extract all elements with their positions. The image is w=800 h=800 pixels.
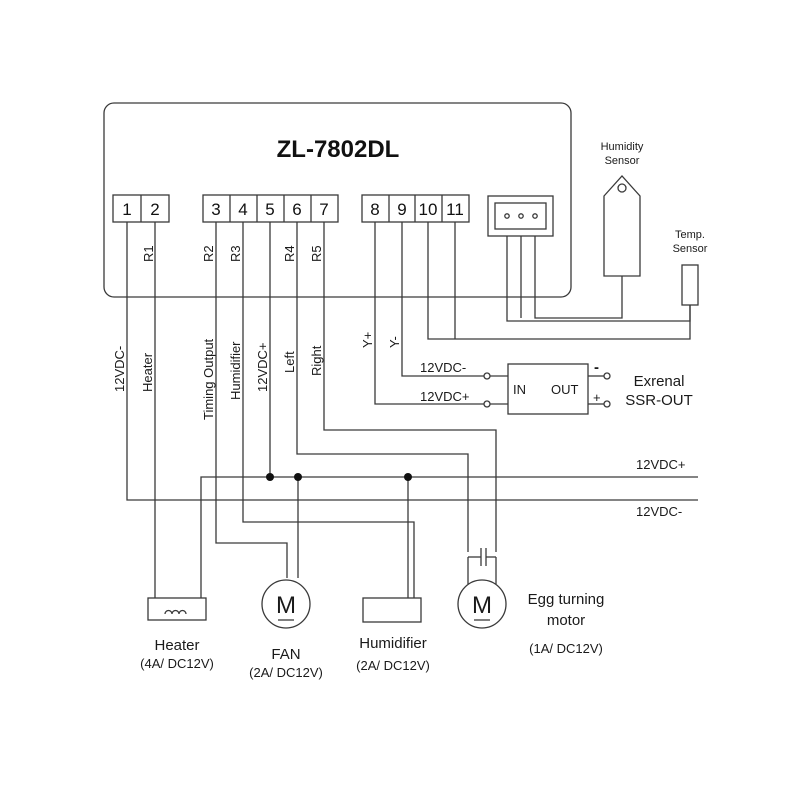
ssr-input-pos-label: 12VDC+ — [420, 389, 470, 404]
terminal-label-humidifier: Humidifier — [228, 341, 243, 400]
terminal-number: 6 — [292, 200, 301, 219]
ssr-input-neg-label: 12VDC- — [420, 360, 466, 375]
ssr-out-label: OUT — [551, 382, 579, 397]
heater-rating: (4A/ DC12V) — [140, 656, 214, 671]
wire-timing-output — [215, 222, 288, 578]
terminal-number: 2 — [150, 200, 159, 219]
ssr-name: SSR-OUT — [625, 392, 693, 409]
terminal-number: 5 — [265, 200, 274, 219]
wire-y-pos — [374, 222, 484, 405]
humidifier-name: Humidifier — [359, 635, 427, 652]
wire-y-neg — [401, 222, 484, 377]
motor-symbol: M — [276, 592, 296, 619]
bus-negative-label: 12VDC- — [636, 504, 682, 519]
sensor-connector — [487, 195, 554, 237]
relay-label: R1 — [141, 245, 156, 262]
humidifier-unit — [362, 597, 422, 623]
controller-box — [103, 102, 572, 298]
wire-right — [323, 222, 497, 552]
terminal-number: 9 — [397, 200, 406, 219]
temp-sensor-label: Temp. — [675, 229, 705, 241]
terminal-label-12vdc-neg: 12VDC- — [112, 346, 127, 392]
temp-sensor-label: Sensor — [673, 243, 708, 255]
relay-label: R4 — [282, 245, 297, 262]
humidity-sensor — [603, 175, 641, 277]
temp-sensor — [681, 264, 699, 306]
ssr-out-minus: - — [594, 359, 599, 376]
humidifier-rating: (2A/ DC12V) — [356, 658, 430, 673]
bus-positive-label: 12VDC+ — [636, 457, 686, 472]
terminal-number: 11 — [446, 200, 464, 219]
wire-humidifier — [242, 222, 415, 598]
wire-terminal-10 — [427, 222, 691, 340]
humidity-sensor-label: Humidity — [601, 141, 644, 153]
terminal-number: 10 — [419, 200, 438, 219]
egg-turning-motor — [457, 579, 507, 629]
terminal-label-timing-output: Timing Output — [201, 338, 216, 420]
terminal-label-right: Right — [309, 345, 324, 376]
terminal-number: 3 — [211, 200, 220, 219]
fan-name: FAN — [271, 646, 300, 663]
terminal-number: 8 — [370, 200, 379, 219]
terminal-number: 1 — [122, 200, 131, 219]
egg-motor-rating: (1A/ DC12V) — [529, 641, 603, 656]
terminal-number: 4 — [238, 200, 247, 219]
controller-model: ZL-7802DL — [277, 136, 400, 163]
ssr-module — [507, 363, 589, 415]
terminal-label-heater: Heater — [140, 352, 155, 392]
junction-dot — [294, 473, 302, 481]
egg-motor-name: Egg turning — [528, 591, 605, 608]
relay-label: R2 — [201, 245, 216, 262]
terminal-label-y-neg: Y- — [387, 336, 402, 348]
fan-rating: (2A/ DC12V) — [249, 665, 323, 680]
ssr-in-label: IN — [513, 382, 526, 397]
wire-left — [296, 222, 469, 552]
terminal-label-y-pos: Y+ — [360, 332, 375, 348]
ssr-name: Exrenal — [634, 373, 685, 390]
terminal-number: 7 — [319, 200, 328, 219]
terminal-label-12vdc-pos: 12VDC+ — [255, 343, 270, 393]
fan-motor — [261, 579, 311, 629]
heater-element — [147, 597, 207, 621]
wire-12vdc-neg — [126, 222, 698, 501]
egg-motor-name: motor — [547, 612, 585, 629]
relay-label: R5 — [309, 245, 324, 262]
heater-name: Heater — [154, 637, 199, 654]
motor-symbol: M — [472, 592, 492, 619]
relay-label: R3 — [228, 245, 243, 262]
humidity-sensor-label: Sensor — [605, 155, 640, 167]
junction-dot — [266, 473, 274, 481]
terminal-label-left: Left — [282, 351, 297, 373]
ssr-out-plus: + — [593, 390, 601, 405]
bus-12vdc-pos — [200, 476, 698, 598]
junction-dot — [404, 473, 412, 481]
